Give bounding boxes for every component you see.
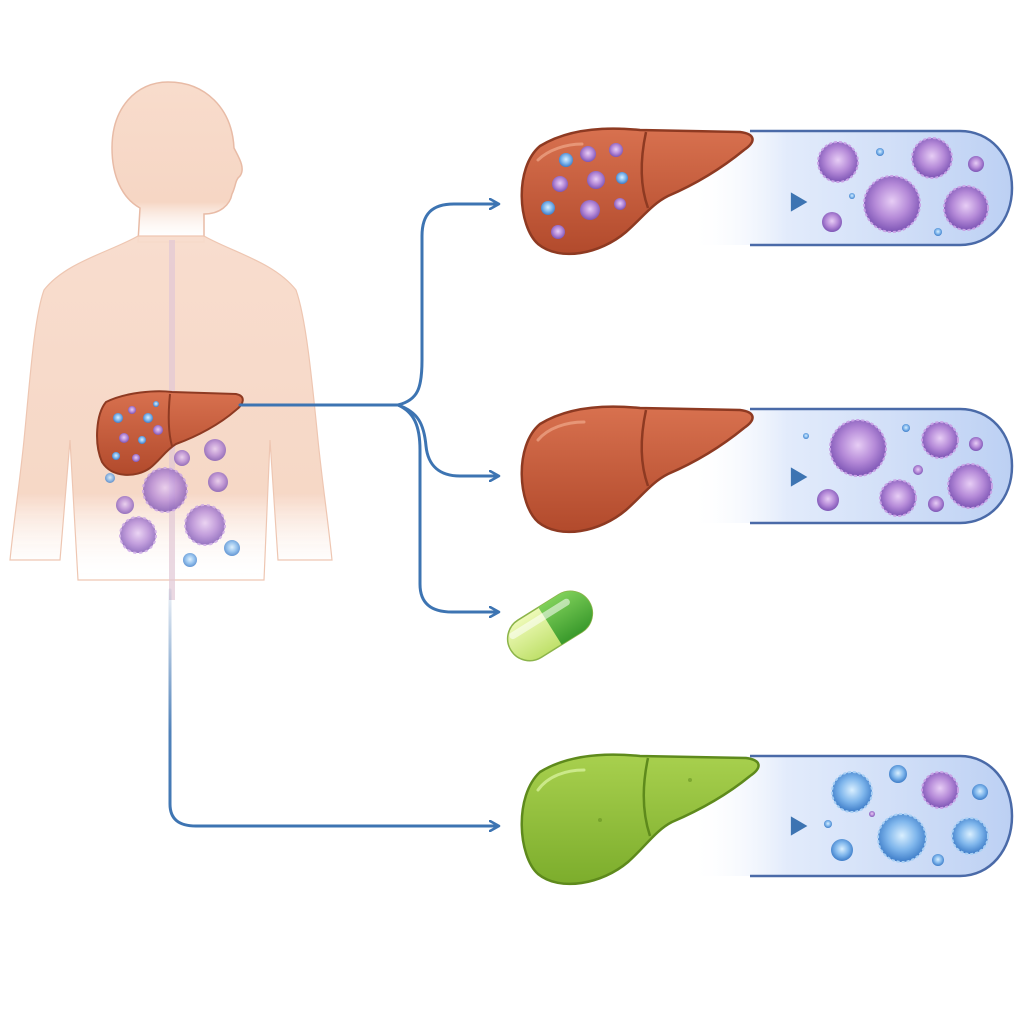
branch-2 — [520, 405, 1014, 534]
liver-icon — [520, 405, 754, 534]
cell-cluster-icon — [105, 439, 240, 567]
branch-3 — [506, 590, 594, 662]
liver-icon — [96, 390, 244, 476]
cell-cluster-icon — [824, 765, 989, 866]
liver-icon — [520, 753, 760, 886]
arrow-right-icon — [396, 403, 498, 476]
cell-cluster-icon — [817, 137, 989, 236]
arrow-right-icon — [396, 204, 498, 407]
connector-arrows — [168, 204, 498, 826]
cell-cluster-icon — [803, 419, 993, 517]
branch-1 — [520, 127, 1014, 256]
arrow-right-icon — [168, 588, 498, 826]
capsule-pill-icon — [506, 590, 594, 662]
arrow-right-icon — [396, 403, 498, 612]
branch-4 — [520, 753, 1014, 886]
liver-icon — [520, 127, 754, 256]
human-body-icon — [9, 81, 333, 600]
